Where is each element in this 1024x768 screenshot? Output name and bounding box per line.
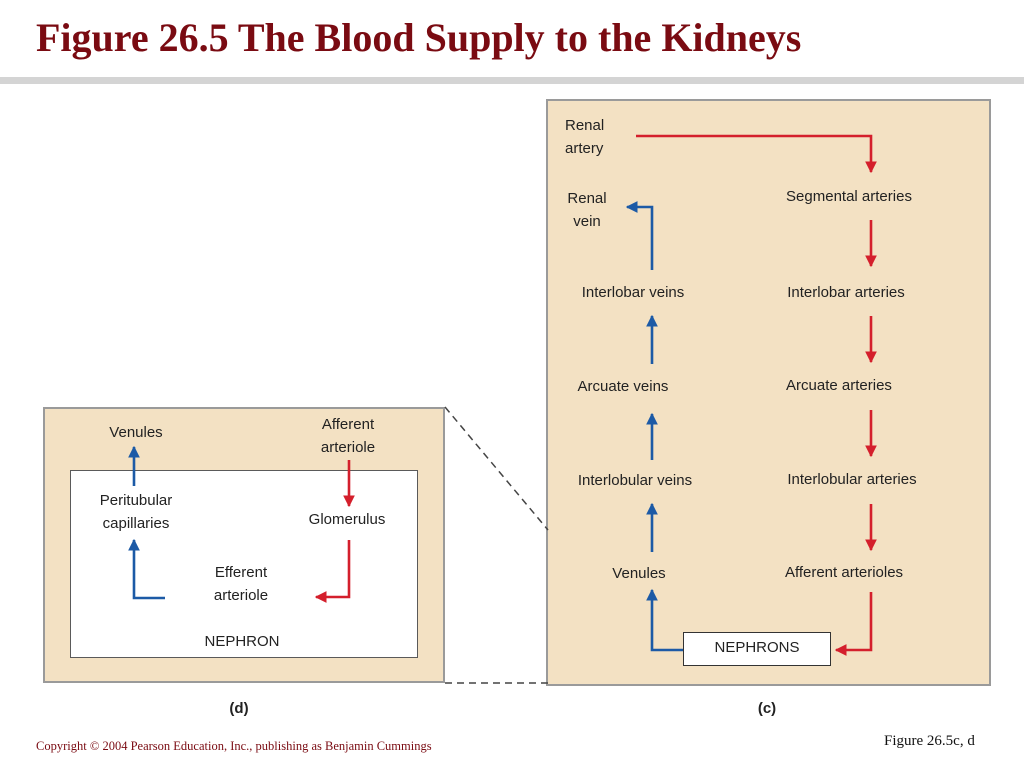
label-nephrons: NEPHRONS bbox=[714, 639, 800, 656]
label-peritubular-line1: Peritubular bbox=[99, 492, 173, 509]
label-arcuate-veins: Arcuate veins bbox=[577, 378, 669, 395]
zoom-connector-top bbox=[444, 406, 549, 531]
label-peritubular-line2: capillaries bbox=[102, 514, 170, 532]
label-interlobar-veins: Interlobar veins bbox=[581, 284, 685, 301]
label-venules-c: Venules bbox=[612, 565, 666, 582]
panel-c-background bbox=[546, 99, 991, 686]
arrow-afferent-to-nephrons bbox=[834, 592, 873, 656]
label-interlobular-veins: Interlobular veins bbox=[577, 472, 693, 489]
copyright-notice: Copyright © 2004 Pearson Education, Inc.… bbox=[36, 739, 432, 753]
label-afferent-arteriole-line1: Afferent bbox=[321, 416, 375, 433]
arrow-efferent-to-peritubular bbox=[128, 538, 165, 600]
label-renal-vein-line2: vein bbox=[573, 212, 601, 230]
label-renal-vein: Renal vein bbox=[567, 188, 606, 233]
label-renal-vein-line1: Renal bbox=[567, 190, 607, 207]
page-title: Figure 26.5 The Blood Supply to the Kidn… bbox=[36, 15, 802, 60]
label-venules-d: Venules bbox=[109, 424, 163, 441]
label-arcuate-arteries: Arcuate arteries bbox=[786, 377, 892, 394]
label-afferent-arteriole: Afferent arteriole bbox=[321, 414, 375, 459]
arrow-nephrons-to-venules bbox=[646, 588, 683, 652]
label-efferent-arteriole-line2: arteriole bbox=[213, 586, 269, 604]
label-interlobular-arteries: Interlobular arteries bbox=[787, 471, 917, 488]
figure-reference: Figure 26.5c, d bbox=[884, 733, 975, 749]
label-glomerulus: Glomerulus bbox=[308, 511, 386, 528]
label-renal-artery-line2: artery bbox=[565, 139, 604, 157]
caption-d: (d) bbox=[229, 700, 249, 717]
label-nephron: NEPHRON bbox=[204, 633, 280, 650]
arrow-renal-artery-to-segmental bbox=[636, 134, 877, 174]
label-efferent-arteriole: Efferent arteriole bbox=[214, 562, 268, 607]
label-efferent-arteriole-line1: Efferent bbox=[214, 564, 268, 581]
caption-c: (c) bbox=[757, 700, 777, 717]
label-afferent-arterioles: Afferent arterioles bbox=[784, 564, 904, 581]
label-afferent-arteriole-line2: arteriole bbox=[320, 438, 376, 456]
label-interlobar-arteries: Interlobar arteries bbox=[787, 284, 905, 301]
arrow-glomerulus-to-efferent bbox=[314, 540, 351, 603]
label-segmental-arteries: Segmental arteries bbox=[786, 188, 912, 205]
label-renal-artery: Renal artery bbox=[565, 115, 604, 160]
nephrons-box bbox=[683, 632, 831, 666]
arrow-interlobar-to-renal-vein bbox=[625, 201, 654, 270]
label-peritubular-capillaries: Peritubular capillaries bbox=[100, 490, 173, 535]
nephron-box bbox=[70, 470, 418, 658]
label-renal-artery-line1: Renal bbox=[565, 117, 605, 134]
title-divider bbox=[0, 77, 1024, 84]
